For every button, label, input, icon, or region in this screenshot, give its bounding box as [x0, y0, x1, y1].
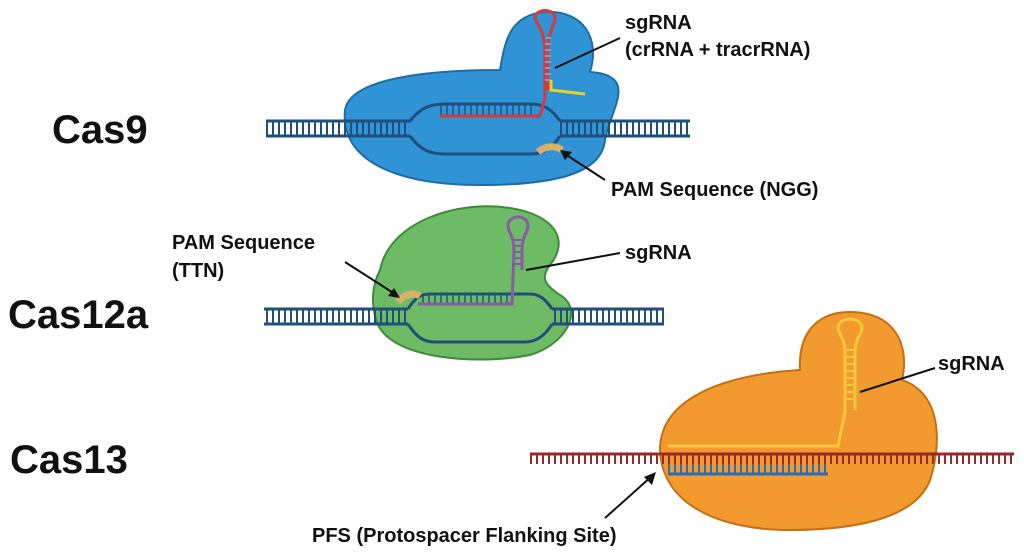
cas12a-label: Cas12a — [8, 293, 149, 337]
cas9-dna-right — [560, 121, 690, 136]
cas9-pam-leader — [561, 151, 606, 181]
cas9-sgrna-label: sgRNA — [625, 12, 692, 34]
cas9-panel: Cas9 sgRNA (crRNA + tracrRNA) PAM Sequen… — [52, 9, 818, 201]
cas13-pfs-label: PFS (Protospacer Flanking Site) — [312, 525, 617, 547]
cas9-pam — [535, 143, 565, 155]
cas12a-pam — [395, 290, 422, 305]
cas9-sgrna-leader — [554, 37, 621, 69]
cas12a-panel: Cas12a PAM Sequence (TTN) sgRNA — [8, 205, 692, 361]
cas9-sgrna-sublabel: (crRNA + tracrRNA) — [625, 39, 810, 61]
cas13-panel: Cas13 sgRNA PFS (Protospacer Flanking Si… — [10, 310, 1014, 547]
cas9-label: Cas9 — [52, 108, 148, 152]
cas9-protein — [343, 10, 620, 187]
cas9-tracrrna — [549, 80, 586, 96]
cas9-dna-left — [266, 121, 410, 136]
cas12a-pam-label: PAM Sequence — [172, 232, 315, 254]
cas12a-pam-sublabel: (TTN) — [172, 260, 224, 282]
cas13-sgrna-label: sgRNA — [938, 353, 1005, 375]
cas12a-pam-leader — [344, 261, 399, 297]
cas13-target-rna — [530, 454, 1014, 464]
cas13-pfs-leader — [604, 475, 653, 519]
cas12a-dna-left — [264, 309, 408, 324]
cas13-protein — [658, 310, 938, 532]
cas13-guide-strand — [668, 317, 864, 448]
cas12a-guide-strand — [418, 215, 530, 306]
cas13-sgrna-leader — [859, 367, 936, 393]
cas13-label: Cas13 — [10, 438, 128, 482]
cas12a-sgrna-label: sgRNA — [625, 242, 692, 264]
cas12a-sgrna-leader — [525, 252, 621, 271]
cas12a-dna-right — [552, 309, 664, 324]
cas9-pam-label: PAM Sequence (NGG) — [611, 179, 818, 201]
